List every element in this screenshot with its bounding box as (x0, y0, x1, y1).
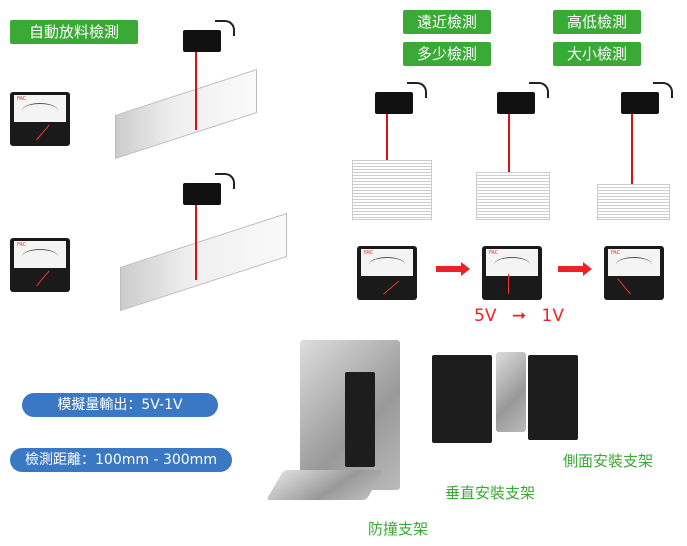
laser-beam (631, 114, 633, 184)
side-bracket-label: 側面安裝支架 (563, 452, 654, 470)
right-arrow-icon (558, 262, 592, 276)
detection-range-pill: 檢測距離：100mm - 300mm (10, 448, 232, 472)
meter-brand: FAC (611, 250, 621, 256)
voltage-to: 1V (541, 306, 564, 326)
laser-beam (508, 114, 510, 172)
height-detect-label: 高低檢測 (553, 10, 641, 34)
photoelectric-sensor (183, 20, 235, 52)
right-arrow-icon (436, 262, 470, 276)
voltmeter-1v: FAC (604, 246, 664, 300)
voltmeter-5v: FAC (357, 246, 417, 300)
distance-detect-label: 遠近檢測 (403, 10, 491, 34)
photoelectric-sensor (183, 173, 235, 205)
voltage-from: 5V (474, 306, 497, 326)
vertical-mount-sensor (432, 355, 492, 443)
side-mount-sensor (528, 355, 578, 440)
auto-feed-label: 自動放料檢測 (10, 20, 138, 44)
photoelectric-sensor (497, 82, 549, 114)
analog-output-pill: 模擬量輸出：5V-1V (22, 393, 218, 417)
paper-stack-tall (352, 160, 432, 220)
mount-bracket (496, 352, 526, 432)
voltage-change: 5V ➞ 1V (474, 306, 564, 326)
bracket-base (266, 470, 384, 500)
voltmeter-mid: FAC (482, 246, 542, 300)
arrow-icon: ➞ (511, 306, 527, 326)
laser-beam (386, 114, 388, 160)
paper-stack-short (597, 184, 670, 220)
material-belt-1 (115, 68, 257, 160)
meter-brand: FAC (17, 96, 27, 102)
laser-beam (195, 205, 197, 280)
anti-collision-bracket-label: 防撞支架 (368, 520, 429, 538)
vertical-bracket-label: 垂直安裝支架 (445, 484, 536, 502)
meter-brand: FAC (17, 242, 27, 248)
sensor-in-bracket (345, 372, 375, 467)
laser-beam (195, 52, 197, 130)
quantity-detect-label: 多少檢測 (403, 42, 491, 66)
voltmeter: FAC (10, 238, 70, 292)
meter-brand: FAC (364, 250, 374, 256)
voltmeter: FAC (10, 92, 70, 146)
photoelectric-sensor (621, 82, 673, 114)
material-belt-2 (120, 212, 287, 312)
size-detect-label: 大小檢測 (553, 42, 641, 66)
meter-brand: FAC (489, 250, 499, 256)
photoelectric-sensor (375, 82, 427, 114)
paper-stack-medium (476, 172, 550, 220)
